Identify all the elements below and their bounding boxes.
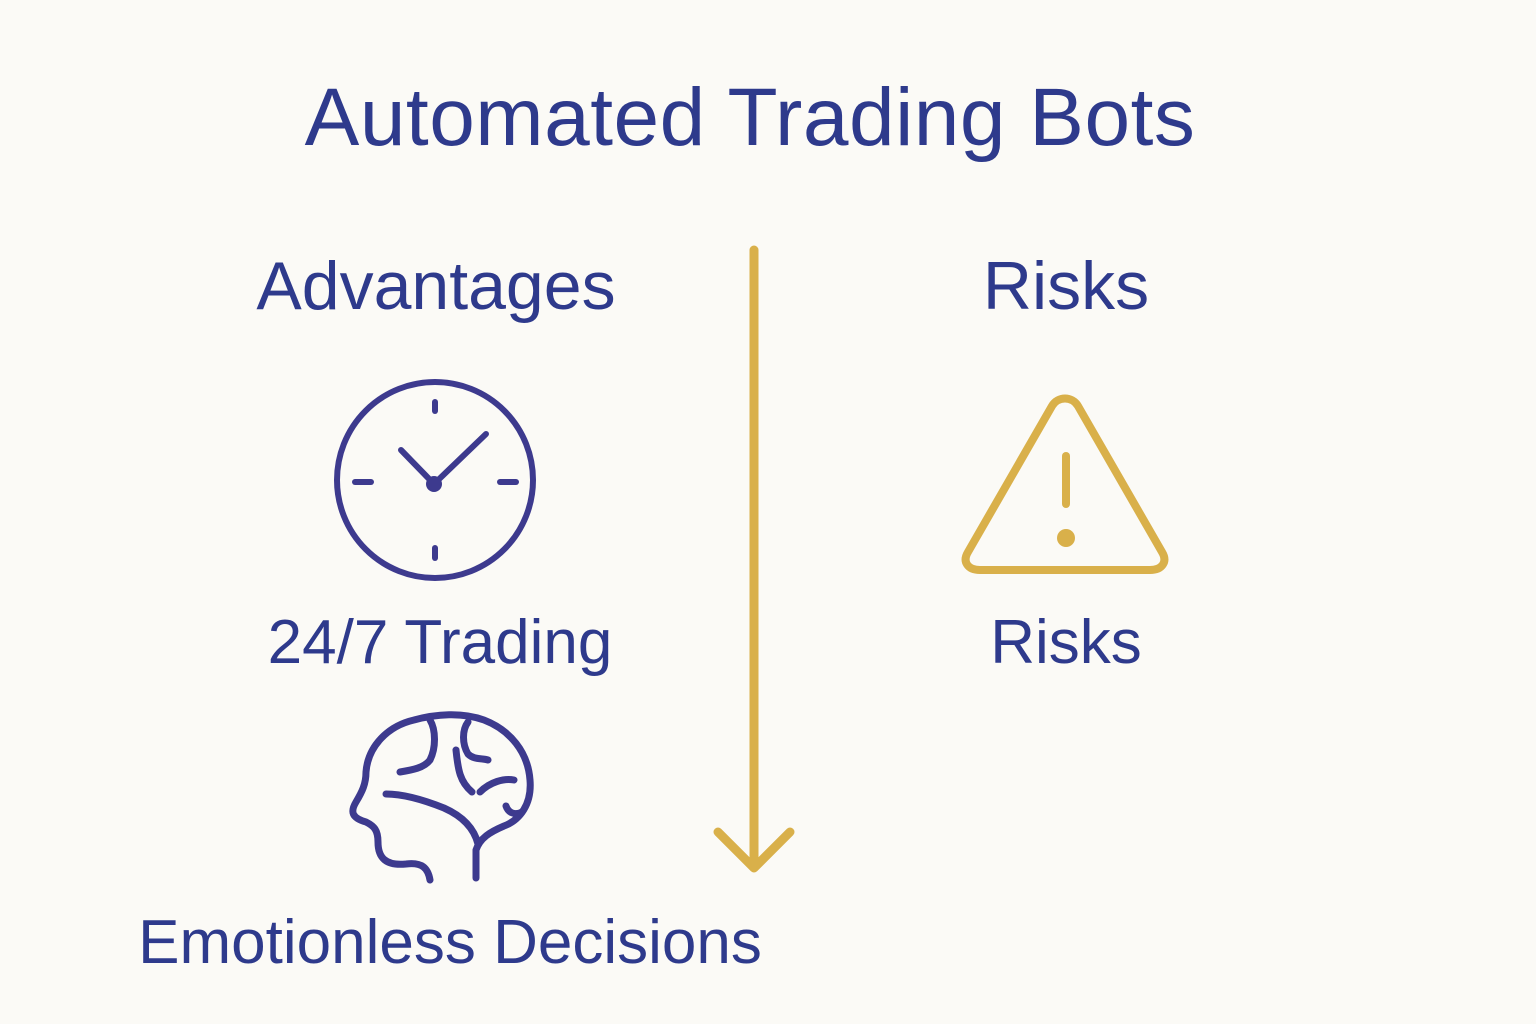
brain-head-icon <box>344 708 538 884</box>
clock-icon <box>332 376 538 584</box>
advantages-heading: Advantages <box>256 248 616 324</box>
risks-heading: Risks <box>982 248 1150 324</box>
advantage-label-emotionless-decisions: Emotionless Decisions <box>138 908 762 977</box>
warning-triangle-icon <box>960 390 1170 576</box>
risk-label: Risks <box>990 608 1142 677</box>
page-title: Automated Trading Bots <box>304 72 1196 163</box>
down-arrow-icon <box>712 244 796 874</box>
advantage-label-24-7-trading: 24/7 Trading <box>267 608 613 677</box>
